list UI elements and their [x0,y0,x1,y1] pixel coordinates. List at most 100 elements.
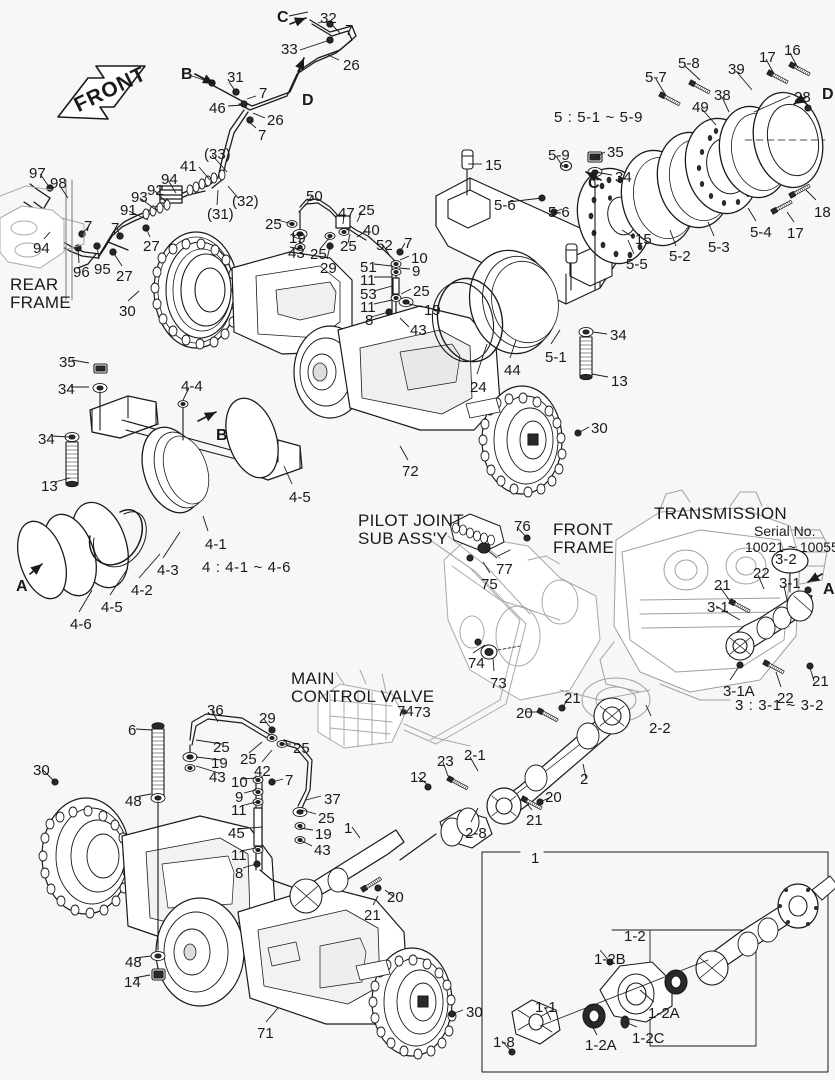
callout-26: 26 [343,57,360,74]
callout-18: 18 [814,204,831,221]
callout-5-4: 5-4 [750,224,772,241]
callout-48: 48 [125,793,142,810]
inset-box-1 [481,851,835,1073]
callout-A: A [823,581,835,598]
callout-2: 2 [580,771,589,788]
callout-5-5: 5-5 [626,256,648,273]
callout-48: 48 [125,954,142,971]
callout-72: 72 [402,463,419,480]
callout-25: 25 [340,238,357,255]
callout-43: 43 [209,769,226,786]
callout-2-2: 2-2 [649,720,671,737]
front-frame-ghost [429,527,651,745]
callout-40: 40 [363,222,380,239]
callout-92: 92 [147,182,164,199]
callout-11: 11 [360,272,376,289]
callout-1-2A: 1-2A [585,1037,617,1054]
callout-95: 95 [94,261,111,278]
callout-5-1: 5-1 [545,349,567,366]
callout-5-9: 5-9 [548,147,570,164]
callout-44: 44 [504,362,521,379]
callout-6: 6 [128,722,137,739]
callout-3-1: 3-1 [779,575,801,592]
callout-28: 28 [794,89,811,106]
callout-7: 7 [404,235,413,252]
callout-B: B [181,66,193,83]
callout-74: 74 [468,655,485,672]
callout-1: 1 [344,820,353,837]
callout-14: 14 [124,974,141,991]
callout-21: 21 [812,673,829,690]
callout-98: 98 [50,175,67,192]
callout-5-3: 5-3 [708,239,730,256]
callout-27: 27 [116,268,133,285]
callout-43: 43 [410,322,427,339]
callout-53: 53 [360,286,377,303]
callout-p31p: (31) [207,206,234,223]
callout-34: 34 [610,327,627,344]
callout-22: 22 [777,690,794,707]
callout-34: 34 [38,431,55,448]
callout-30: 30 [119,303,136,320]
callout-22: 22 [753,565,770,582]
callout-37: 37 [324,791,341,808]
drive-shaft-2 [289,697,631,914]
callout-4-3: 4-3 [157,562,179,579]
callout-1-2C: 1-2C [632,1030,665,1047]
callout-46: 46 [209,100,226,117]
callout-p33p: (33) [204,146,231,163]
callout-97: 97 [29,165,46,182]
callout-77: 77 [496,561,513,578]
callout-1-2A: 1-2A [648,1005,680,1022]
callout-45: 45 [228,825,245,842]
callout-5-8: 5-8 [678,55,700,72]
callout-A: A [16,578,28,595]
callout-4-1: 4-1 [205,536,227,553]
group4-range-note: 4 : 4-1 ~ 4-6 [202,559,292,576]
circled-3-2-label: 3-2 [775,551,797,568]
callout-21: 21 [364,907,381,924]
callout-25: 25 [293,740,310,757]
callout-30: 30 [33,762,50,779]
callout-25: 25 [265,216,282,233]
callout-73: 73 [414,704,431,721]
callout-7: 7 [258,127,267,144]
callout-43: 43 [288,245,305,262]
callout-13: 13 [611,373,628,390]
callout-5-6: 5-6 [494,197,516,214]
callout-C: C [588,175,600,192]
callout-25: 25 [213,739,230,756]
callout-30: 30 [466,1004,483,1021]
callout-35: 35 [607,144,624,161]
callout-12: 12 [410,769,427,786]
callout-25: 25 [310,246,327,263]
main-control-valve-ghost [317,669,471,749]
callout-B: B [216,427,228,444]
callout-D: D [302,92,314,109]
callout-8: 8 [235,865,244,882]
callout-17: 17 [787,225,804,242]
callout-7: 7 [259,85,268,102]
group5-brake-stack [431,61,826,381]
callout-20: 20 [387,889,404,906]
callout-25: 25 [240,751,257,768]
callout-16: 16 [784,42,801,59]
callout-19: 19 [424,302,441,319]
callout-76: 76 [514,518,531,535]
callout-4-6: 4-6 [70,616,92,633]
lower-axle-assembly [38,722,457,1060]
callout-47: 47 [338,205,355,222]
callout-25: 25 [318,810,335,827]
callout-31: 31 [227,69,244,86]
callout-43: 43 [314,842,331,859]
callout-3-1A: 3-1A [723,683,755,700]
callout-7: 7 [111,220,120,237]
callout-75: 75 [481,576,498,593]
callout-32: 32 [320,10,337,27]
callout-42: 42 [254,763,271,780]
callout-4-5: 4-5 [101,599,123,616]
